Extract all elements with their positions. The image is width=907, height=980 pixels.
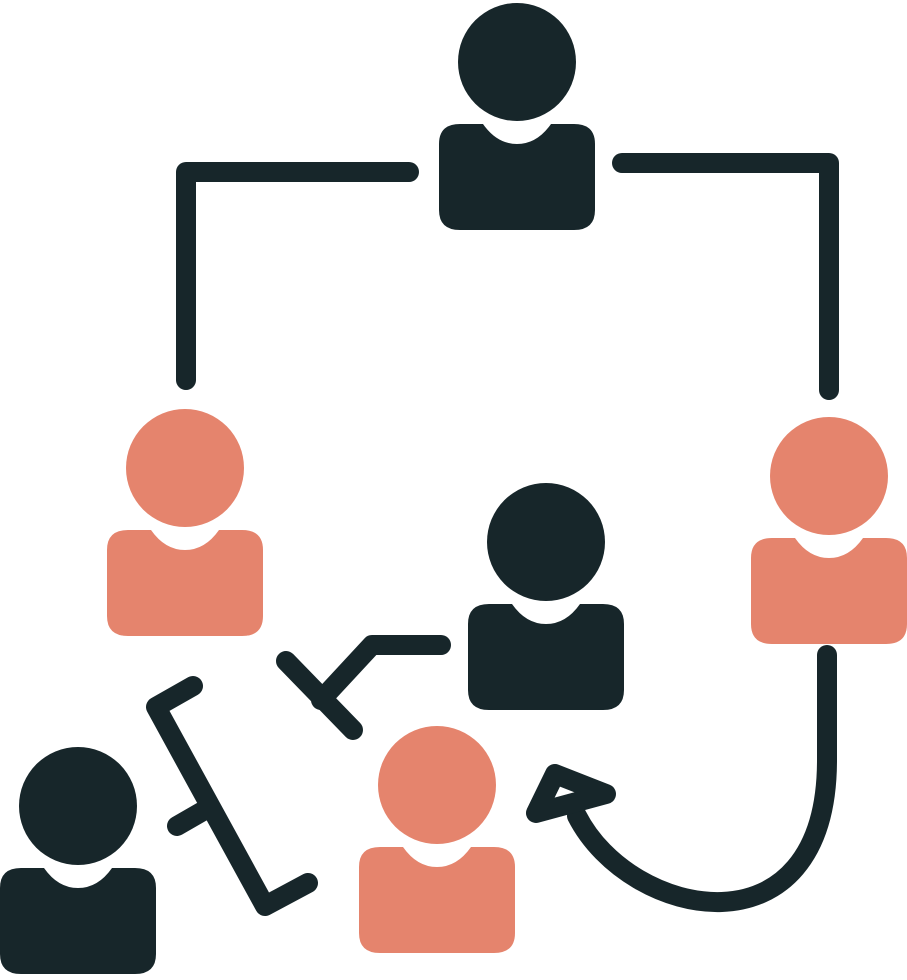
person-right — [751, 417, 907, 644]
connector-top-left — [176, 162, 419, 390]
person-bottom-center — [359, 726, 515, 953]
connector-center-to-bottom — [276, 635, 451, 740]
arrow-head-icon — [526, 764, 616, 823]
person-bottom-left — [0, 747, 156, 974]
person-center — [468, 483, 624, 710]
person-top — [439, 3, 595, 230]
connector-top-right — [612, 153, 839, 400]
person-left — [107, 409, 263, 636]
connector-right-to-bottom-arrow — [526, 645, 837, 913]
connector-bottom-left-bracket — [146, 676, 318, 916]
